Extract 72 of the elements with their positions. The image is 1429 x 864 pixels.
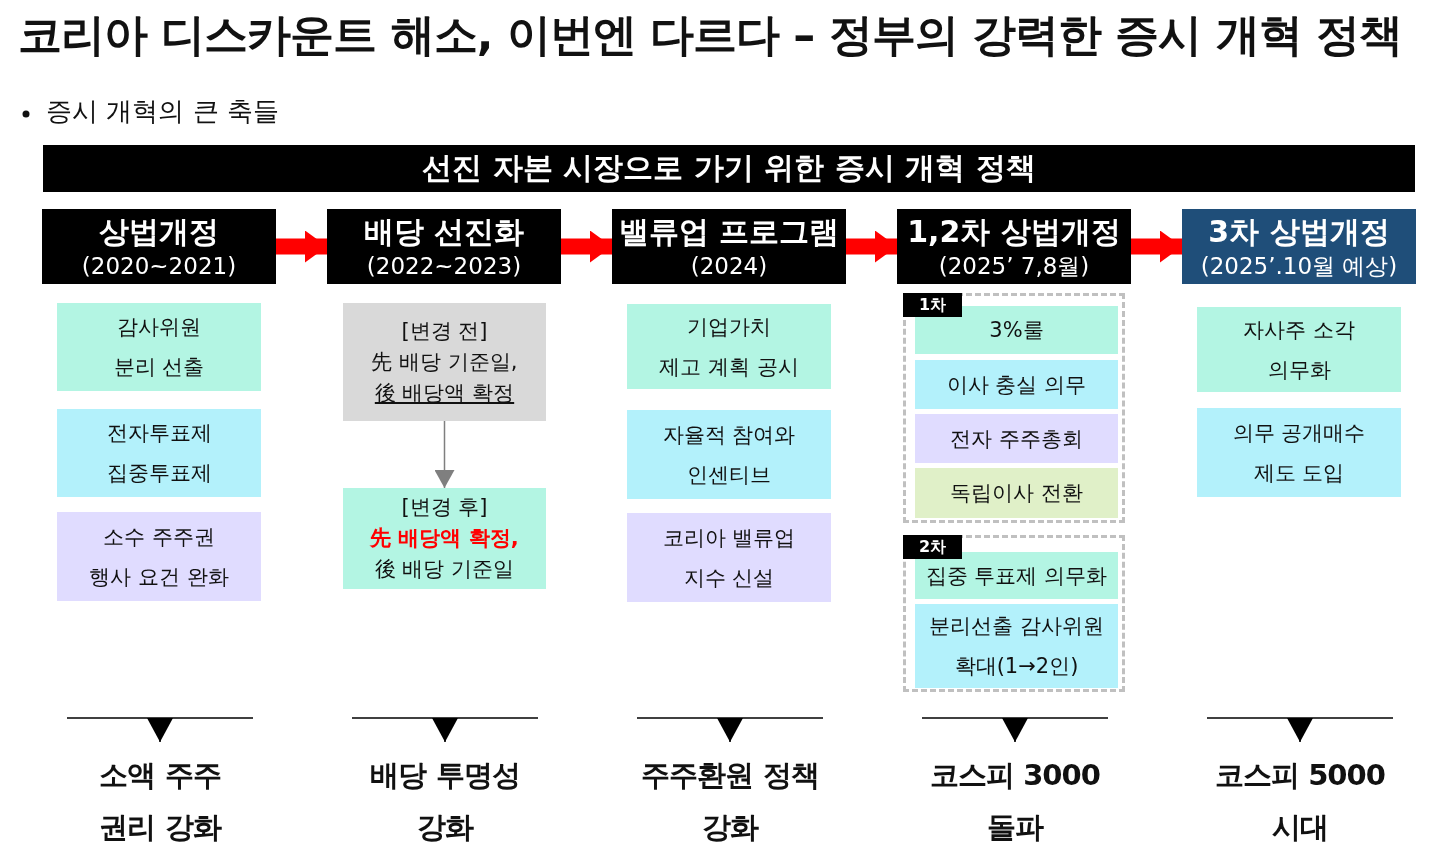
box-text: 자율적 참여와 인센티브 bbox=[662, 421, 796, 489]
stage-header bbox=[897, 209, 1131, 284]
policy-box bbox=[1197, 307, 1401, 392]
box-text: 전자투표제 집중투표제 bbox=[106, 420, 212, 487]
down-arrow bbox=[1002, 717, 1028, 743]
stage-header bbox=[612, 209, 846, 284]
down-arrow bbox=[434, 420, 455, 489]
bullet-text: 증시 개혁의 큰 축들 bbox=[46, 95, 279, 128]
down-arrow bbox=[147, 717, 173, 743]
policy-box bbox=[915, 604, 1118, 688]
right-arrow bbox=[276, 230, 327, 263]
group-tag: 2차 bbox=[903, 535, 963, 559]
policy-box bbox=[1197, 408, 1401, 497]
box-text: 의무 공개매수 제도 도입 bbox=[1232, 419, 1366, 487]
header-title: 3차 상법개정 bbox=[1208, 212, 1390, 251]
box-text: 先 배당액 확정, bbox=[370, 525, 519, 552]
dashed-group bbox=[903, 293, 1125, 523]
box-text: 3%룰 bbox=[989, 317, 1044, 344]
policy-box bbox=[57, 409, 261, 497]
box-text: [변경 후] bbox=[401, 494, 488, 521]
page-title: 코리아 디스카운트 해소, 이번엔 다르다 – 정부의 강력한 증시 개혁 정책 bbox=[18, 8, 1402, 62]
change-box bbox=[343, 303, 546, 421]
box-text: 감사위원 분리 선출 bbox=[113, 314, 205, 381]
period-text: (2020~2021) bbox=[81, 251, 237, 281]
period-text: (2022~2023) bbox=[366, 251, 522, 281]
header-title: 1,2차 상법개정 bbox=[907, 212, 1121, 251]
header-title: 밸류업 프로그램 bbox=[618, 212, 840, 251]
right-arrow bbox=[561, 230, 612, 263]
box-text: 코스피 3000 돌파 bbox=[930, 757, 1100, 846]
box-text: 이사 충실 의무 bbox=[946, 371, 1087, 399]
box-text: 전자 주주총회 bbox=[950, 425, 1083, 453]
banner-bar bbox=[43, 145, 1415, 192]
banner-title: 선진 자본 시장으로 가기 위한 증시 개혁 정책 bbox=[422, 149, 1036, 187]
box-text: 後 배당 기준일 bbox=[374, 556, 515, 583]
period-text: (2025’ 7,8월) bbox=[938, 251, 1090, 281]
box-text: 배당 투명성 강화 bbox=[370, 757, 520, 846]
down-arrow bbox=[432, 717, 458, 743]
header-title: 배당 선진화 bbox=[363, 212, 525, 251]
policy-box bbox=[57, 512, 261, 601]
policy-box bbox=[915, 414, 1118, 463]
box-text: 기업가치 제고 계획 공시 bbox=[659, 313, 799, 381]
down-arrow bbox=[717, 717, 743, 743]
box-text: 독립이사 전환 bbox=[950, 480, 1083, 507]
stage-header bbox=[327, 209, 561, 284]
box-text: 소액 주주 권리 강화 bbox=[99, 757, 221, 846]
policy-box bbox=[627, 304, 831, 389]
box-text: 코리아 밸류업 지수 신설 bbox=[662, 524, 796, 592]
policy-box bbox=[915, 360, 1118, 409]
header-title: 상법개정 bbox=[99, 212, 219, 251]
change-box bbox=[343, 488, 546, 589]
box-text: 주주환원 정책 강화 bbox=[641, 757, 819, 846]
period-text: (2024) bbox=[690, 251, 768, 281]
period-text: (2025’.10월 예상) bbox=[1200, 251, 1398, 281]
down-arrow bbox=[1287, 717, 1313, 743]
right-arrow bbox=[1131, 230, 1182, 263]
stage-header bbox=[42, 209, 276, 284]
policy-box bbox=[627, 410, 831, 499]
policy-box bbox=[57, 303, 261, 391]
box-text: 先 배당 기준일, bbox=[371, 348, 518, 376]
box-text: 소수 주주권 행사 요건 완화 bbox=[89, 523, 229, 591]
box-text: 집중 투표제 의무화 bbox=[925, 562, 1108, 590]
group-tag: 1차 bbox=[903, 293, 963, 317]
box-text: 코스피 5000 시대 bbox=[1215, 757, 1385, 846]
stage-header bbox=[1182, 209, 1416, 284]
policy-box bbox=[627, 513, 831, 602]
policy-box bbox=[915, 468, 1118, 518]
right-arrow bbox=[846, 230, 897, 263]
dashed-group bbox=[903, 535, 1125, 692]
box-text: 자사주 소각 의무화 bbox=[1243, 316, 1355, 384]
box-text: 분리선출 감사위원 확대(1→2인) bbox=[929, 613, 1104, 680]
box-text: [변경 전] bbox=[401, 317, 488, 345]
box-text: 後 배당액 확정 bbox=[374, 379, 515, 407]
